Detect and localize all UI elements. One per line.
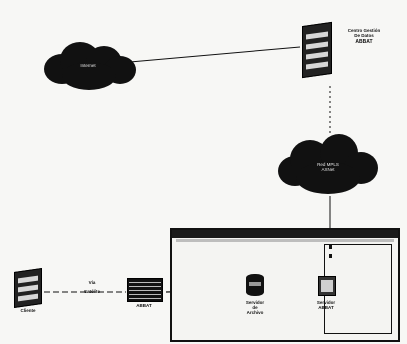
datacenter-server-icon <box>302 21 332 79</box>
connector-icon <box>329 244 332 249</box>
datacenter-label-line3: ABBAT <box>355 39 373 45</box>
database-icon <box>246 274 264 296</box>
client-label: Cliente <box>20 308 36 313</box>
db-label-line1: Servidor <box>245 300 265 305</box>
app-label-line2: ABBAT <box>318 305 334 310</box>
mpls-label: Red MPLS AXNet <box>276 162 380 172</box>
firewall-icon <box>127 278 163 302</box>
link-label: Vía Satélite <box>78 280 106 294</box>
mpls-label-line1: Red MPLS <box>317 162 339 167</box>
app-server-icon <box>318 276 336 296</box>
app-label-line1: Servidor <box>316 300 336 305</box>
datacenter-label-line1: Centro Gestión <box>347 28 381 33</box>
mpls-cloud: Red MPLS AXNet <box>276 134 380 196</box>
link-label-line1: Vía <box>88 280 96 285</box>
firewall-label: ABBAT <box>136 303 152 308</box>
internet-label: Internet <box>80 63 96 68</box>
db-label-line3: Archivo <box>246 310 264 315</box>
link-label-line2: Satélite <box>83 289 100 294</box>
datacenter-label-line2: De Datos <box>354 33 374 38</box>
db-label-line2: de <box>252 305 258 310</box>
enclosure-header <box>172 230 398 238</box>
internet-cloud: Internet <box>38 40 138 90</box>
mpls-label-line2: AXNet <box>321 167 335 172</box>
datacenter-label: Centro Gestión De Datos ABBAT <box>334 28 394 45</box>
link-internet-datacenter <box>129 46 301 63</box>
client-computer-icon <box>14 268 42 308</box>
db-label: Servidor de Archivo <box>238 300 272 315</box>
app-server-label: Servidor ABBAT <box>308 300 344 310</box>
datacenter-enclosure <box>170 228 400 342</box>
connector-icon <box>329 254 332 258</box>
